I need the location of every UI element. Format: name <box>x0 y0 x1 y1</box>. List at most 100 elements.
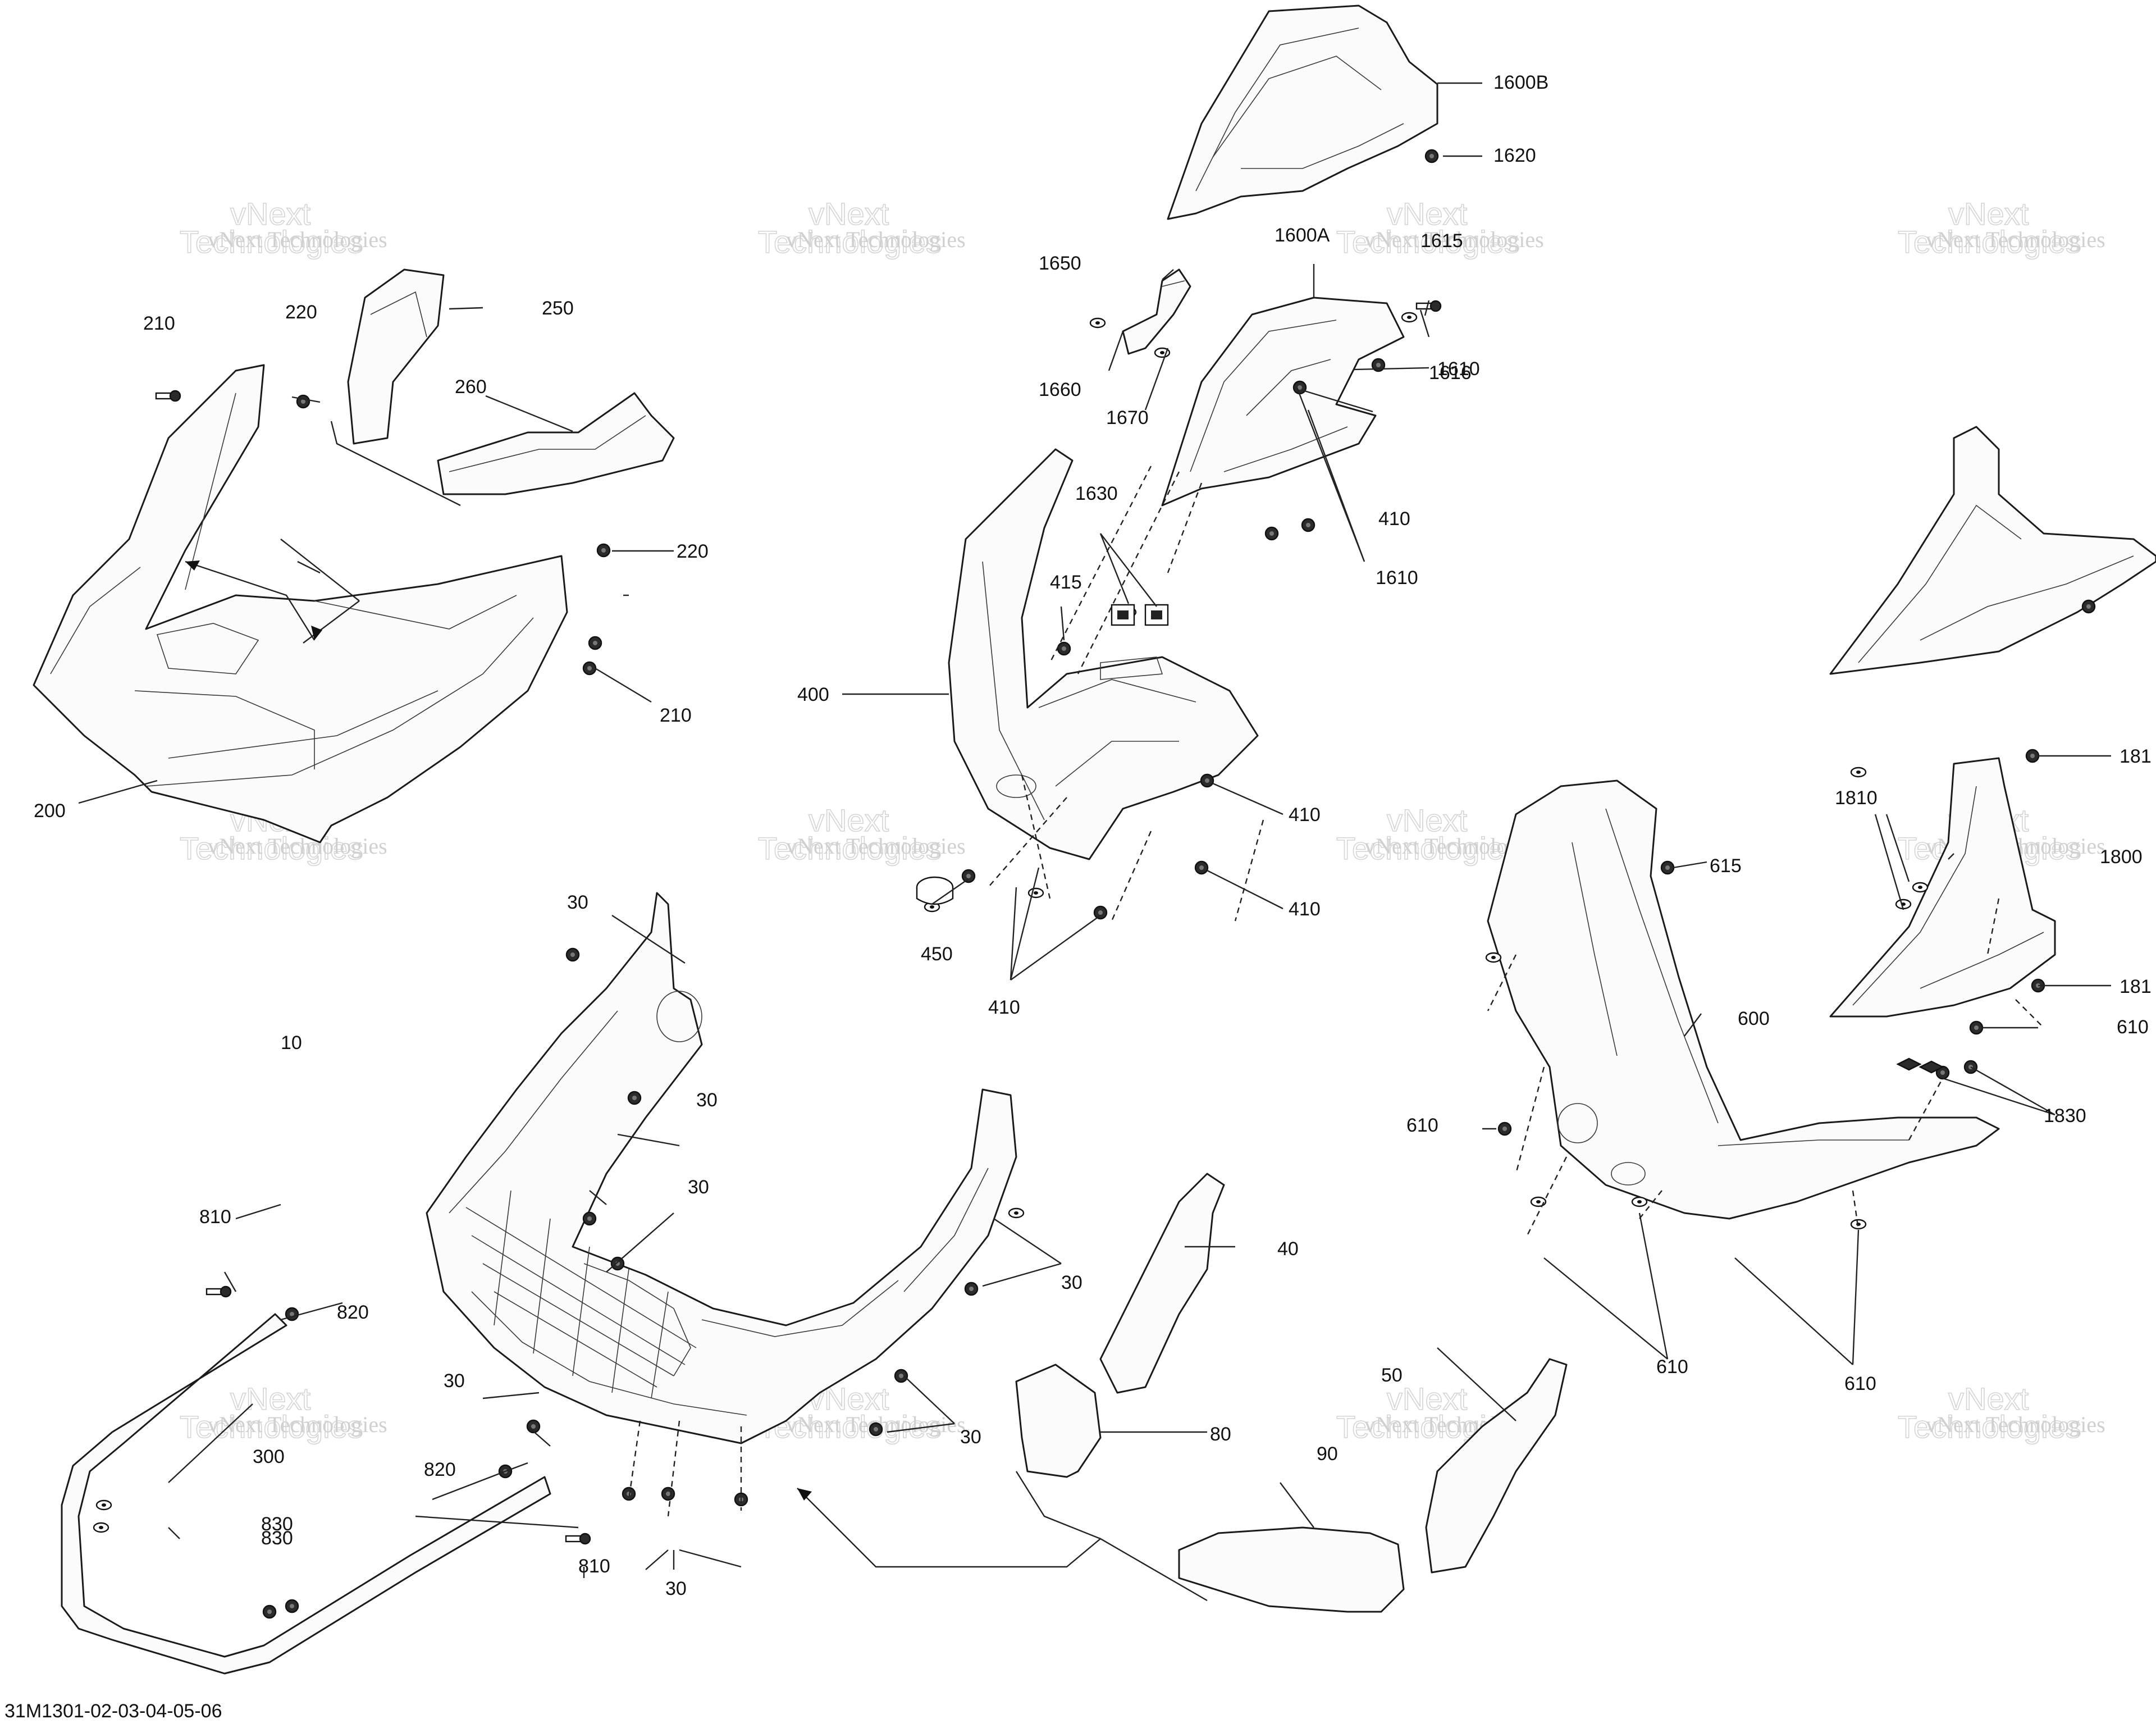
fastener-icon <box>1895 899 1912 910</box>
watermark-line1: vNext <box>808 196 889 231</box>
callout-1620: 1620 <box>1493 145 1536 166</box>
leader-line <box>1734 1257 1853 1365</box>
centerline <box>1021 774 1051 899</box>
watermark-line2: Technologies <box>1898 224 2081 259</box>
watermark-line1: vNext <box>1948 1381 2029 1416</box>
part-90-pad <box>1178 1526 1405 1613</box>
fastener-icon <box>1415 300 1442 312</box>
leader-line <box>1684 1013 1702 1037</box>
part-250-pad <box>347 268 445 445</box>
leader-line <box>291 396 321 403</box>
leader-line <box>1970 1066 2055 1116</box>
leader-line <box>1874 814 1904 910</box>
callout-1630: 1630 <box>1075 483 1118 504</box>
callout-610a: 610 <box>1406 1115 1438 1136</box>
leader-line <box>449 307 483 310</box>
callout-1616: 1616 <box>1429 362 1472 384</box>
leader-line <box>645 1549 669 1570</box>
part-1830-clip-icon <box>1896 1057 1922 1071</box>
fastener-icon <box>1850 1219 1867 1230</box>
callout-610c: 610 <box>1844 1373 1876 1394</box>
fastener-icon <box>582 661 597 676</box>
watermark-line3: vNext Technologies <box>208 227 387 252</box>
leader-line <box>1885 814 1910 882</box>
part-50-pad <box>1425 1358 1568 1574</box>
leader-line <box>280 539 360 601</box>
fastener-icon <box>661 1487 675 1501</box>
callout-30c: 30 <box>688 1177 709 1198</box>
callout-30g: 30 <box>665 1578 687 1599</box>
callout-80: 80 <box>1210 1424 1231 1445</box>
watermark-line3: vNext Technologies <box>208 833 387 859</box>
callout-400: 400 <box>797 684 829 705</box>
watermark-line1: vNext <box>1948 196 2029 231</box>
callout-1670: 1670 <box>1106 407 1149 428</box>
part-600-lower-panel <box>1487 779 2000 1220</box>
callout-1600A: 1600A <box>1275 225 1330 246</box>
leader-line <box>168 1527 180 1539</box>
watermark-line3: vNext Technologies <box>208 1412 387 1437</box>
watermark-line2: Technologies <box>180 831 363 866</box>
part-300-bumper <box>61 1313 551 1675</box>
centerline <box>1234 819 1264 922</box>
callout-810a: 810 <box>199 1206 231 1228</box>
leader-line <box>617 1133 680 1147</box>
callout-820b: 820 <box>424 1459 456 1480</box>
fastener-icon <box>869 1422 883 1437</box>
leader-line <box>1353 367 1429 371</box>
callout-1660: 1660 <box>1039 379 1081 400</box>
callout-220b: 220 <box>677 541 709 562</box>
callout-830a: 830 <box>261 1513 293 1535</box>
part-1600A-duct <box>1161 297 1405 507</box>
leader-line <box>993 1218 1062 1264</box>
centerline <box>2015 999 2044 1028</box>
centerline <box>628 1420 641 1500</box>
callout-820a: 820 <box>337 1302 369 1323</box>
watermark-line2: Technologies <box>1336 831 1520 866</box>
leader-line <box>1010 887 1017 981</box>
callout-1610b: 1610 <box>1376 567 1418 589</box>
callout-30f: 30 <box>960 1426 981 1448</box>
callout-labels: 1030303030303030405080902002102102202202… <box>34 72 2152 1599</box>
leader-line <box>78 779 158 804</box>
fastener-icon <box>1850 767 1867 778</box>
callout-410b: 410 <box>1289 804 1321 826</box>
callout-410a: 410 <box>1378 508 1410 530</box>
leader-line <box>1543 1257 1668 1360</box>
leader-line <box>1302 389 1373 413</box>
bracket-line-250-260 <box>330 421 461 507</box>
leader-line <box>1010 867 1040 981</box>
leader-line <box>1419 309 1430 338</box>
centerline <box>1111 831 1152 922</box>
centerline <box>1526 1156 1568 1236</box>
fastener-icon <box>1194 860 1209 875</box>
fastener-icon <box>95 1499 112 1511</box>
leader-line <box>505 1462 528 1472</box>
fastener-icon <box>1301 518 1315 532</box>
leader-line <box>1437 1347 1516 1421</box>
fastener-icon <box>627 1091 642 1105</box>
callout-410d: 410 <box>988 997 1020 1018</box>
fastener-icon <box>565 947 580 962</box>
leader-line <box>1100 533 1157 607</box>
part-40-pad <box>1099 1173 1225 1394</box>
watermark-line3: vNext Technologies <box>1926 1412 2105 1437</box>
fastener-icon <box>1292 380 1307 395</box>
fastener-icon <box>1631 1196 1648 1207</box>
fastener-icon <box>1371 358 1386 372</box>
fastener-icon <box>582 1211 597 1226</box>
watermark-line2: Technologies <box>758 831 942 866</box>
arrow-head <box>797 1488 812 1501</box>
callout-40: 40 <box>1277 1238 1299 1260</box>
fastener-icon <box>2025 749 2040 763</box>
leader-line <box>903 1375 955 1424</box>
callout-600: 600 <box>1738 1008 1770 1029</box>
part-1630-clip-icon <box>1144 604 1169 626</box>
callout-260: 260 <box>455 376 487 398</box>
callout-90: 90 <box>1317 1443 1338 1465</box>
callout-210a: 210 <box>143 313 175 334</box>
part-1650-bracket <box>1122 268 1191 355</box>
